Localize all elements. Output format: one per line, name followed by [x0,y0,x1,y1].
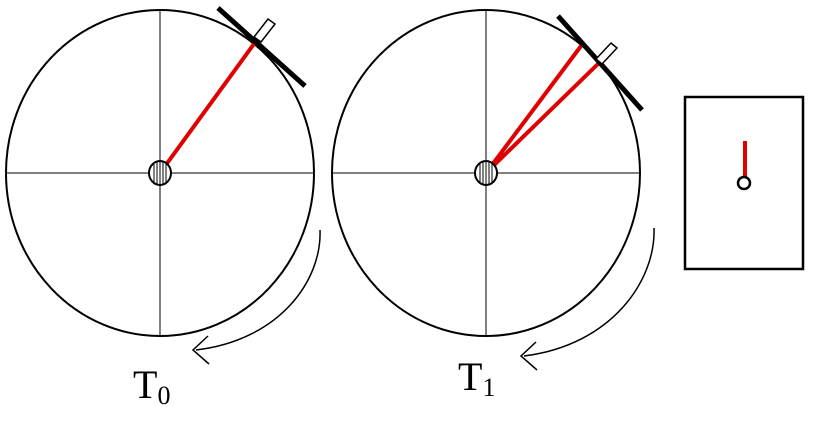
screen-panel [683,95,805,271]
hub-t1 [474,160,498,186]
label-t1: T1 [458,354,495,402]
rotation-arrow-t0 [195,229,321,351]
ray-t0 [158,35,261,175]
hub-t0 [148,160,172,186]
panel-t1: T1 [331,9,655,402]
rotation-arrowhead-t1 [519,341,538,371]
screen-marker [736,175,752,191]
rotation-arrow-t1 [523,227,655,357]
ray-reflected-t1 [484,58,604,175]
ray-incident-t1 [484,44,583,175]
panel-t0: T0 [5,6,321,410]
mirror-t0 [216,6,307,88]
label-t0: T0 [133,362,170,410]
emitter-t0 [252,17,277,44]
rotation-arrowhead-t0 [191,335,210,365]
emitter-t1 [594,41,619,66]
